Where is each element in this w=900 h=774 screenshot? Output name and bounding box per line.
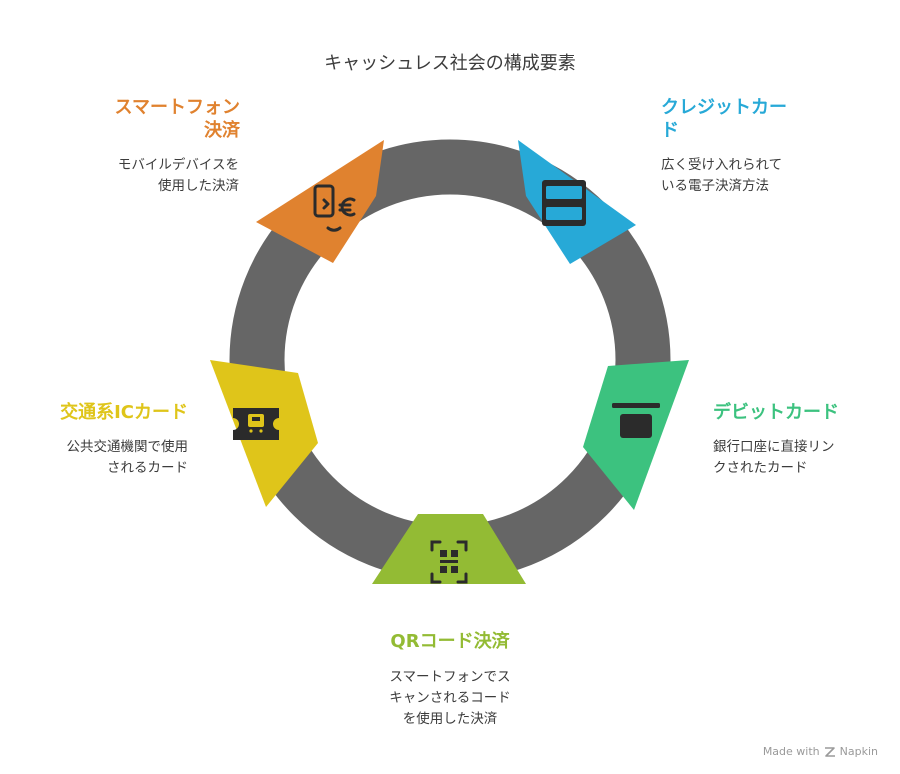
- train-icon: [233, 408, 279, 440]
- label-qr-title: QRコード決済: [390, 631, 510, 652]
- debit-card-icon: [612, 403, 660, 438]
- napkin-logo-icon: [824, 746, 835, 757]
- label-smartphone-desc-line2: 使用した決済: [158, 178, 239, 194]
- segment-smartphone-shape: [256, 140, 384, 263]
- label-credit-desc-line2: いる電子決済方法: [661, 178, 769, 194]
- label-debit-desc-line1: 銀行口座に直接リン: [713, 439, 835, 455]
- label-transit-title: 交通系ICカード: [60, 402, 188, 423]
- label-transit-desc: 公共交通機関で使用 されるカード: [67, 437, 189, 479]
- segment-qr: [372, 514, 526, 584]
- label-smartphone-desc-line1: モバイルデバイスを: [117, 157, 239, 173]
- label-smartphone-title: スマートフォン 決済: [115, 96, 240, 142]
- segment-credit: [518, 140, 636, 264]
- label-qr-desc-line3: を使用した決済: [402, 711, 498, 727]
- qr-code-icon: [430, 540, 468, 584]
- label-credit-desc: 広く受け入れられて いる電子決済方法: [661, 155, 782, 197]
- footer: Made with Napkin: [763, 745, 878, 758]
- segment-qr-shape: [372, 514, 526, 584]
- credit-card-icon: [542, 180, 586, 226]
- label-credit-title-line2: ド: [661, 120, 679, 141]
- page-title: キャッシュレス社会の構成要素: [324, 53, 576, 74]
- label-credit-title-line1: クレジットカー: [661, 97, 787, 118]
- label-transit-desc-line1: 公共交通機関で使用: [66, 439, 189, 455]
- label-smartphone-title-line1: スマートフォン: [114, 97, 240, 118]
- label-qr-desc: スマートフォンでス キャンされるコード を使用した決済: [350, 667, 550, 730]
- label-qr-desc-line1: スマートフォンでス: [389, 669, 511, 685]
- label-debit-desc: 銀行口座に直接リン クされたカード: [713, 437, 835, 479]
- label-smartphone-desc: モバイルデバイスを 使用した決済: [118, 155, 239, 197]
- label-smartphone-title-line2: 決済: [204, 120, 240, 141]
- label-debit-title: デビットカード: [713, 402, 839, 423]
- label-debit-desc-line2: クされたカード: [713, 460, 808, 476]
- label-qr-desc-line2: キャンされるコード: [389, 690, 511, 706]
- footer-brand: Napkin: [839, 745, 878, 758]
- segment-transit: [210, 360, 318, 507]
- smartphone-payment-icon: [313, 184, 356, 232]
- label-credit-desc-line1: 広く受け入れられて: [661, 157, 783, 173]
- segment-smartphone: [256, 140, 384, 263]
- footer-text: Made with: [762, 745, 820, 758]
- label-transit-desc-line2: されるカード: [107, 460, 188, 476]
- segment-debit: [583, 360, 689, 510]
- label-credit-title: クレジットカー ド: [661, 96, 787, 142]
